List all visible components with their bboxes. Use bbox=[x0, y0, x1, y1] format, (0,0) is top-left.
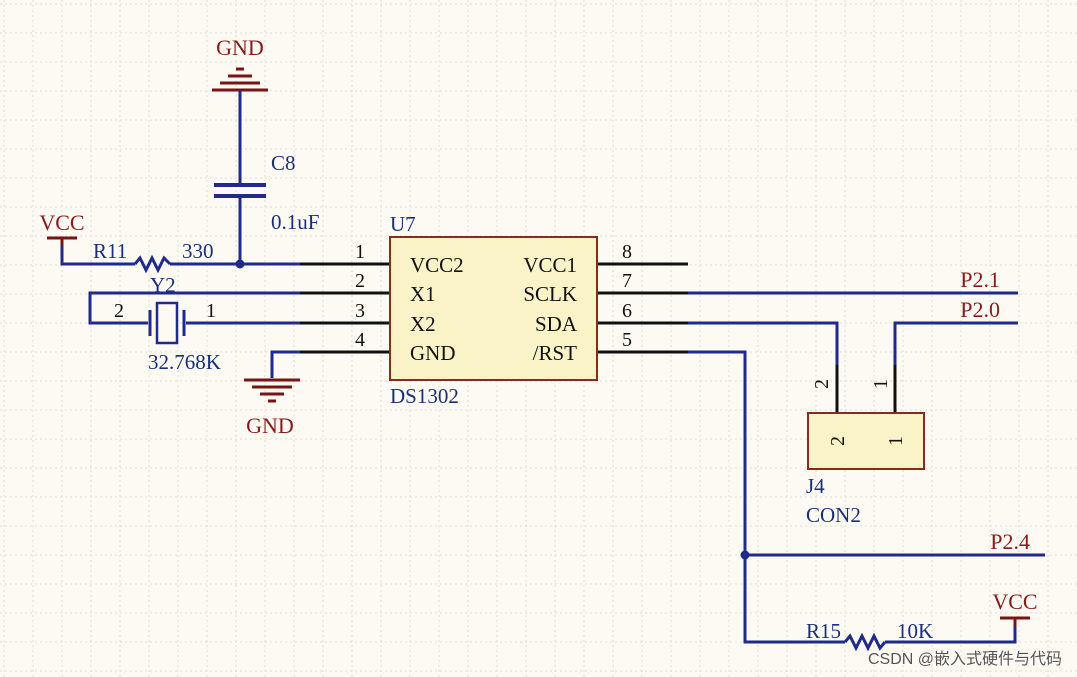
j4-pin-2-inner: 2 bbox=[827, 436, 849, 446]
pin-lines bbox=[300, 262, 897, 413]
u7-part: DS1302 bbox=[390, 384, 459, 408]
pin-name-vcc2: VCC2 bbox=[410, 253, 464, 277]
vcc-right-symbol bbox=[1000, 616, 1030, 626]
wire-sda-j4 bbox=[688, 321, 839, 413]
pin-number-1: 1 bbox=[355, 241, 365, 263]
u7-chip-body bbox=[389, 236, 598, 381]
r15-ref: R15 bbox=[806, 619, 841, 643]
wire-x1-y2 bbox=[88, 291, 300, 325]
vcc-right-label: VCC bbox=[992, 589, 1037, 614]
pin-number-5: 5 bbox=[622, 329, 632, 351]
c8-ref: C8 bbox=[271, 151, 296, 175]
vcc-left-symbol bbox=[47, 236, 77, 246]
pin-name-x2: X2 bbox=[410, 312, 436, 336]
vcc-left-label: VCC bbox=[39, 210, 84, 235]
net-p24-label: P2.4 bbox=[990, 529, 1030, 554]
r11-resistor bbox=[133, 254, 172, 274]
wire-r15-vcc bbox=[885, 622, 1017, 644]
pin-name-gnd: GND bbox=[410, 341, 456, 365]
j4-pin-1-outer: 1 bbox=[870, 379, 892, 389]
pin-name-vcc1: VCC1 bbox=[523, 253, 577, 277]
j4-ref: J4 bbox=[806, 474, 825, 498]
u7-ref: U7 bbox=[390, 212, 416, 236]
wire-gnd-pin4 bbox=[270, 350, 300, 378]
pin-number-4: 4 bbox=[355, 329, 365, 351]
y2-ref: Y2 bbox=[150, 273, 176, 297]
wire-rst bbox=[688, 350, 845, 644]
c8-value: 0.1uF bbox=[271, 210, 319, 234]
pin-number-7: 7 bbox=[622, 270, 632, 292]
y2-pin-1: 1 bbox=[206, 300, 216, 322]
pin-number-3: 3 bbox=[355, 300, 365, 322]
j4-pin-1-inner: 1 bbox=[885, 436, 907, 446]
r15-resistor bbox=[843, 632, 887, 652]
gnd-bottom-symbol bbox=[244, 378, 300, 403]
pin-name-sda: SDA bbox=[535, 312, 578, 336]
y2-crystal bbox=[140, 301, 190, 345]
wire-vcc-r11 bbox=[60, 242, 135, 266]
net-p20-label: P2.0 bbox=[960, 297, 1000, 322]
gnd-top-symbol bbox=[212, 67, 268, 97]
j4-connector-body bbox=[807, 412, 925, 470]
pin-number-8: 8 bbox=[622, 241, 632, 263]
csdn-watermark: CSDN @嵌入式硬件与代码 bbox=[868, 650, 1062, 668]
pin-name-x1: X1 bbox=[410, 282, 436, 306]
pin-name-rst: /RST bbox=[533, 341, 578, 365]
labels: U7 DS1302 1 2 3 4 8 7 6 5 VCC2 X1 X2 GND… bbox=[39, 35, 1062, 668]
pin-name-sclk: SCLK bbox=[523, 282, 577, 306]
wire-p20-j4 bbox=[893, 321, 1018, 413]
c8-capacitor bbox=[214, 183, 266, 198]
net-p21-label: P2.1 bbox=[960, 267, 1000, 292]
junction-dot-c8 bbox=[235, 259, 245, 269]
j4-part: CON2 bbox=[806, 503, 861, 527]
y2-pin-2: 2 bbox=[114, 300, 124, 322]
j4-pin-2-outer: 2 bbox=[811, 379, 833, 389]
gnd-bottom-label: GND bbox=[246, 413, 294, 438]
r11-value: 330 bbox=[182, 239, 214, 263]
y2-value: 32.768K bbox=[148, 350, 221, 374]
pin-number-6: 6 bbox=[622, 300, 632, 322]
r15-value: 10K bbox=[897, 619, 933, 643]
junction-dot-rst bbox=[740, 550, 750, 560]
r11-ref: R11 bbox=[93, 239, 127, 263]
gnd-top-label: GND bbox=[216, 35, 264, 60]
pin-number-2: 2 bbox=[355, 270, 365, 292]
